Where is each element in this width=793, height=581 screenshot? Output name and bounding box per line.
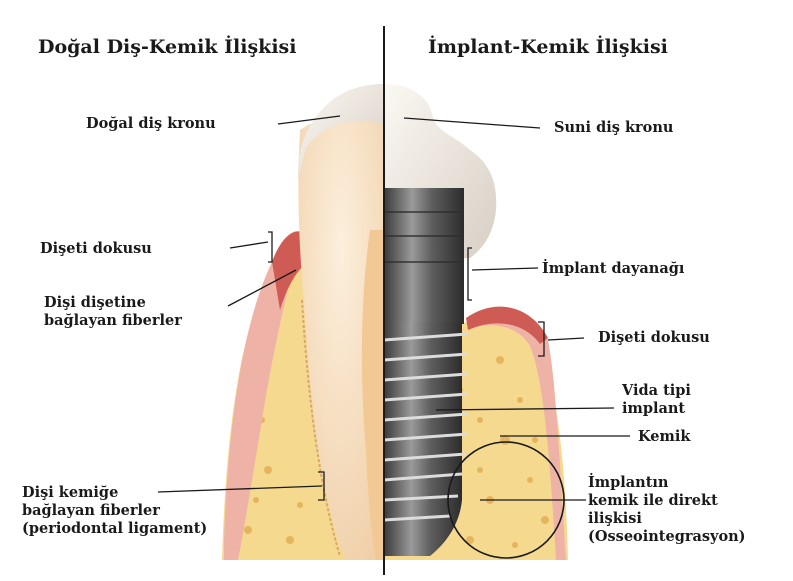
label-natural-crown: Doğal diş kronu bbox=[86, 115, 216, 133]
label-gingiva-right: Dişeti dokusu bbox=[598, 329, 710, 347]
label-bone: Kemik bbox=[638, 428, 690, 446]
label-osseointegration: İmplantın kemik ile direkt ilişkisi (Oss… bbox=[588, 474, 746, 546]
title-natural: Doğal Diş-Kemik İlişkisi bbox=[38, 36, 296, 58]
label-artificial-crown: Suni diş kronu bbox=[554, 119, 673, 137]
label-gingival-fibers: Dişi dişetine bağlayan fiberler bbox=[44, 294, 182, 330]
label-screw-implant: Vida tipi implant bbox=[622, 382, 691, 418]
implant-abutment bbox=[384, 188, 464, 324]
title-implant: İmplant-Kemik İlişkisi bbox=[428, 36, 668, 58]
label-abutment: İmplant dayanağı bbox=[542, 260, 684, 278]
label-periodontal-ligament: Dişi kemiğe bağlayan fiberler (periodont… bbox=[22, 484, 207, 538]
label-gingiva-left: Dişeti dokusu bbox=[40, 240, 152, 258]
